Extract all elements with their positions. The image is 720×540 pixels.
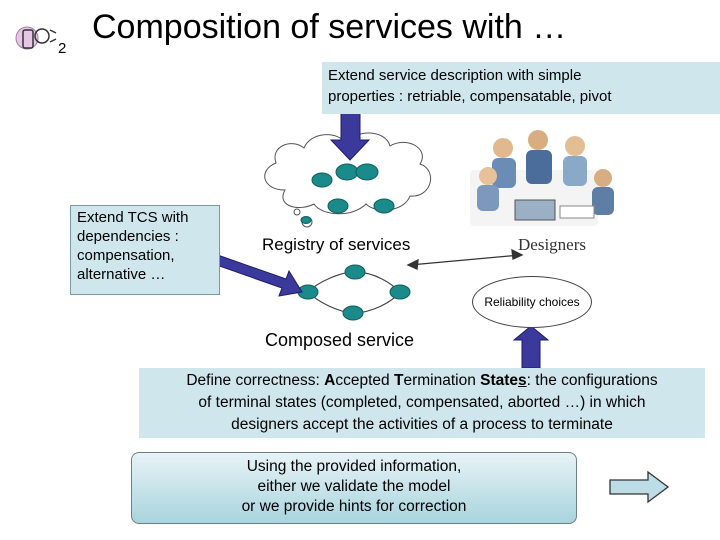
composed-service-label: Composed service bbox=[265, 330, 415, 350]
define-text-d: : the configurations bbox=[526, 372, 658, 389]
define-line3: designers accept the activities of a pro… bbox=[231, 416, 613, 433]
registry-label: Registry of services bbox=[262, 235, 411, 254]
composed-service-graph bbox=[297, 264, 411, 321]
next-arrow-icon[interactable] bbox=[609, 470, 670, 504]
extend-tcs-line3: compensation, bbox=[77, 247, 175, 264]
extend-tcs-line1: Extend TCS with bbox=[77, 209, 189, 226]
using-line3: or we provide hints for correction bbox=[241, 498, 467, 515]
define-text-b: ccepted bbox=[335, 372, 394, 389]
using-line2: either we validate the model bbox=[257, 478, 451, 495]
define-text-c: ermination bbox=[403, 372, 481, 389]
extend-tcs-line4: alternative … bbox=[77, 266, 166, 283]
up-arrow bbox=[512, 325, 550, 369]
reliability-choices-node: Reliability choices bbox=[472, 276, 592, 328]
extend-description-line2: properties : retriable, compensatable, p… bbox=[328, 88, 612, 105]
define-line1: Define correctness: Accepted Termination… bbox=[143, 370, 701, 392]
define-line2: of terminal states (completed, compensat… bbox=[198, 394, 646, 411]
designers-label: Designers bbox=[518, 235, 586, 254]
registry-service-nodes bbox=[300, 163, 395, 224]
double-arrow bbox=[406, 248, 524, 270]
slide-number: 2 bbox=[58, 40, 67, 57]
designers-illustration bbox=[470, 130, 614, 226]
page-title: Composition of services with … bbox=[92, 8, 567, 46]
presenter-icon bbox=[15, 26, 57, 50]
diagonal-arrow bbox=[207, 252, 303, 297]
extend-description-box: Extend service description with simple p… bbox=[322, 62, 720, 114]
define-bold-t: T bbox=[393, 372, 404, 389]
using-line1: Using the provided information, bbox=[246, 458, 462, 475]
define-bold-s: State bbox=[480, 372, 519, 389]
define-correctness-box: Define correctness: Accepted Termination… bbox=[139, 368, 705, 438]
using-info-box: Using the provided information, either w… bbox=[131, 452, 577, 524]
extend-description-line1: Extend service description with simple bbox=[328, 67, 582, 84]
extend-tcs-box: Extend TCS with dependencies : compensat… bbox=[70, 205, 220, 295]
extend-tcs-line2: dependencies : bbox=[77, 228, 179, 245]
define-text-a: Define correctness: bbox=[186, 372, 325, 389]
define-bold-a: A bbox=[324, 372, 336, 389]
define-bold-underline-s: s bbox=[518, 372, 527, 389]
reliability-label: Reliability choices bbox=[484, 295, 580, 309]
down-arrow bbox=[329, 111, 371, 161]
